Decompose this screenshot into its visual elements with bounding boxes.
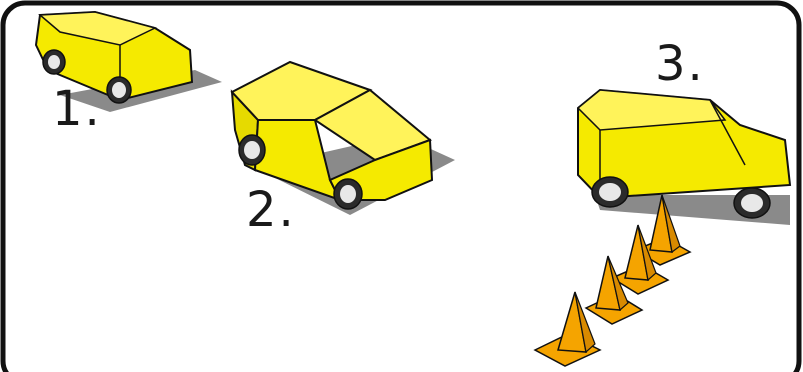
step-2-label: 2. [246,182,296,238]
car-1-front-hubcap [112,82,126,98]
car-2-front-hubcap [340,185,356,203]
step-3-label: 3. [655,36,705,92]
car-3-front-hubcap [741,194,763,212]
car-3-rear-hubcap [599,183,621,201]
step-1-label: 1. [52,81,102,137]
car-1-rear-hubcap [48,55,60,69]
car-2-rear-hubcap [244,141,260,159]
